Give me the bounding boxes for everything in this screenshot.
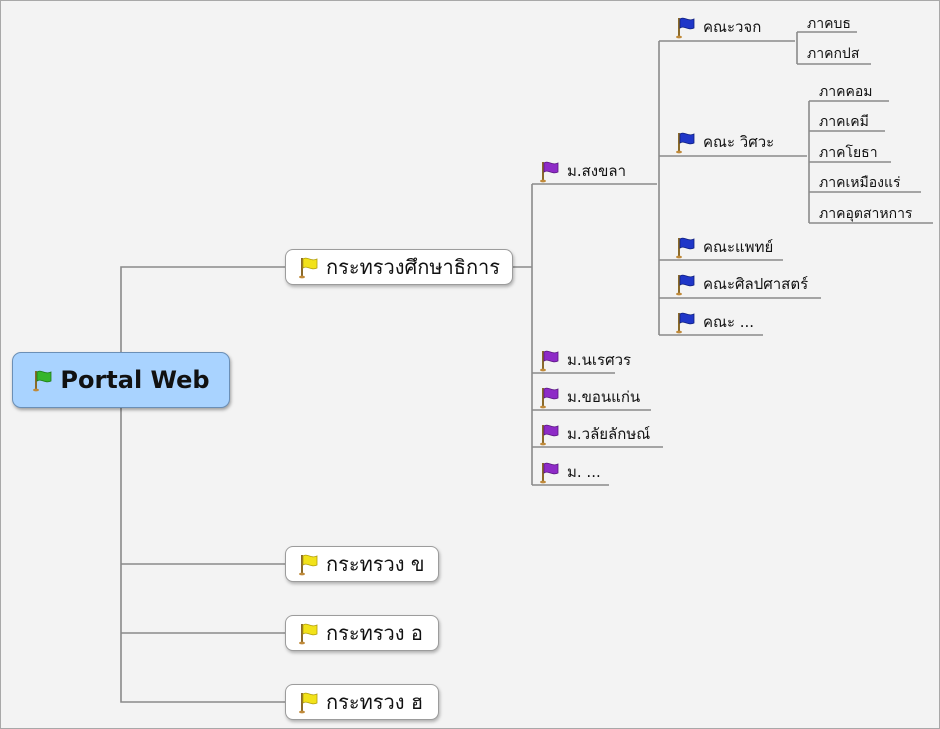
connector-root bbox=[120, 406, 285, 703]
ministry-label: กระทรวงศึกษาธิการ bbox=[326, 255, 501, 279]
department-label: ภาคคอม bbox=[819, 84, 873, 100]
department-node[interactable]: ภาคบธ bbox=[807, 13, 851, 35]
ministry-node-education[interactable]: กระทรวงศึกษาธิการ bbox=[285, 249, 513, 285]
ministry-node-h[interactable]: กระทรวง ฮ bbox=[285, 684, 439, 720]
ministry-node-o[interactable]: กระทรวง อ bbox=[285, 615, 439, 651]
faculty-label: คณะ วิศวะ bbox=[703, 133, 775, 151]
university-node-more[interactable]: ม. ... bbox=[539, 460, 601, 484]
university-node-khonkaen[interactable]: ม.ขอนแก่น bbox=[539, 385, 640, 409]
university-node-naresuan[interactable]: ม.นเรศวร bbox=[539, 348, 631, 372]
purple-flag-icon bbox=[539, 460, 561, 484]
faculty-label: คณะ ... bbox=[703, 313, 755, 331]
faculty-node-vjk[interactable]: คณะวจก bbox=[675, 15, 761, 39]
blue-flag-icon bbox=[675, 130, 697, 154]
blue-flag-icon bbox=[675, 310, 697, 334]
department-node[interactable]: ภาคโยธา bbox=[819, 142, 878, 164]
purple-flag-icon bbox=[539, 348, 561, 372]
university-node-walailak[interactable]: ม.วลัยลักษณ์ bbox=[539, 422, 650, 446]
blue-flag-icon bbox=[675, 235, 697, 259]
purple-flag-icon bbox=[539, 385, 561, 409]
department-node[interactable]: ภาคเหมืองแร่ bbox=[819, 172, 900, 194]
purple-flag-icon bbox=[539, 159, 561, 183]
purple-flag-icon bbox=[539, 422, 561, 446]
university-label: ม.สงขลา bbox=[567, 162, 627, 180]
university-label: ม.วลัยลักษณ์ bbox=[567, 425, 651, 443]
yellow-flag-icon bbox=[298, 255, 320, 279]
faculty-node-medicine[interactable]: คณะแพทย์ bbox=[675, 235, 773, 259]
university-label: ม.ขอนแก่น bbox=[567, 388, 641, 406]
ministry-label: กระทรวง อ bbox=[326, 621, 423, 645]
faculty-node-more[interactable]: คณะ ... bbox=[675, 310, 754, 334]
root-node[interactable]: Portal Web bbox=[12, 352, 230, 408]
department-label: ภาคกปส bbox=[807, 46, 860, 62]
ministry-node-b[interactable]: กระทรวง ข bbox=[285, 546, 439, 582]
yellow-flag-icon bbox=[298, 690, 320, 714]
ministry-label: กระทรวง ฮ bbox=[326, 690, 424, 714]
department-node[interactable]: ภาคเคมี bbox=[819, 111, 869, 133]
yellow-flag-icon bbox=[298, 552, 320, 576]
university-label: ม. ... bbox=[567, 463, 601, 481]
faculty-node-engineering[interactable]: คณะ วิศวะ bbox=[675, 130, 774, 154]
university-label: ม.นเรศวร bbox=[567, 351, 632, 369]
yellow-flag-icon bbox=[298, 621, 320, 645]
faculty-label: คณะวจก bbox=[703, 18, 762, 36]
green-flag-icon bbox=[32, 368, 54, 392]
ministry-label: กระทรวง ข bbox=[326, 552, 425, 576]
department-label: ภาคบธ bbox=[807, 16, 851, 32]
connector-root bbox=[120, 266, 285, 352]
department-node[interactable]: ภาคอุตสาหการ bbox=[819, 203, 912, 225]
faculty-label: คณะศิลปศาสตร์ bbox=[703, 275, 809, 293]
department-node[interactable]: ภาคกปส bbox=[807, 43, 859, 65]
university-node-songkhla[interactable]: ม.สงขลา bbox=[539, 159, 626, 183]
department-label: ภาคเคมี bbox=[819, 114, 869, 130]
department-label: ภาคโยธา bbox=[819, 145, 878, 161]
root-label: Portal Web bbox=[60, 366, 210, 394]
faculty-label: คณะแพทย์ bbox=[703, 238, 774, 256]
faculty-node-liberal-arts[interactable]: คณะศิลปศาสตร์ bbox=[675, 272, 808, 296]
department-node[interactable]: ภาคคอม bbox=[819, 81, 872, 103]
department-label: ภาคเหมืองแร่ bbox=[819, 175, 901, 191]
blue-flag-icon bbox=[675, 15, 697, 39]
blue-flag-icon bbox=[675, 272, 697, 296]
department-label: ภาคอุตสาหการ bbox=[819, 206, 913, 222]
